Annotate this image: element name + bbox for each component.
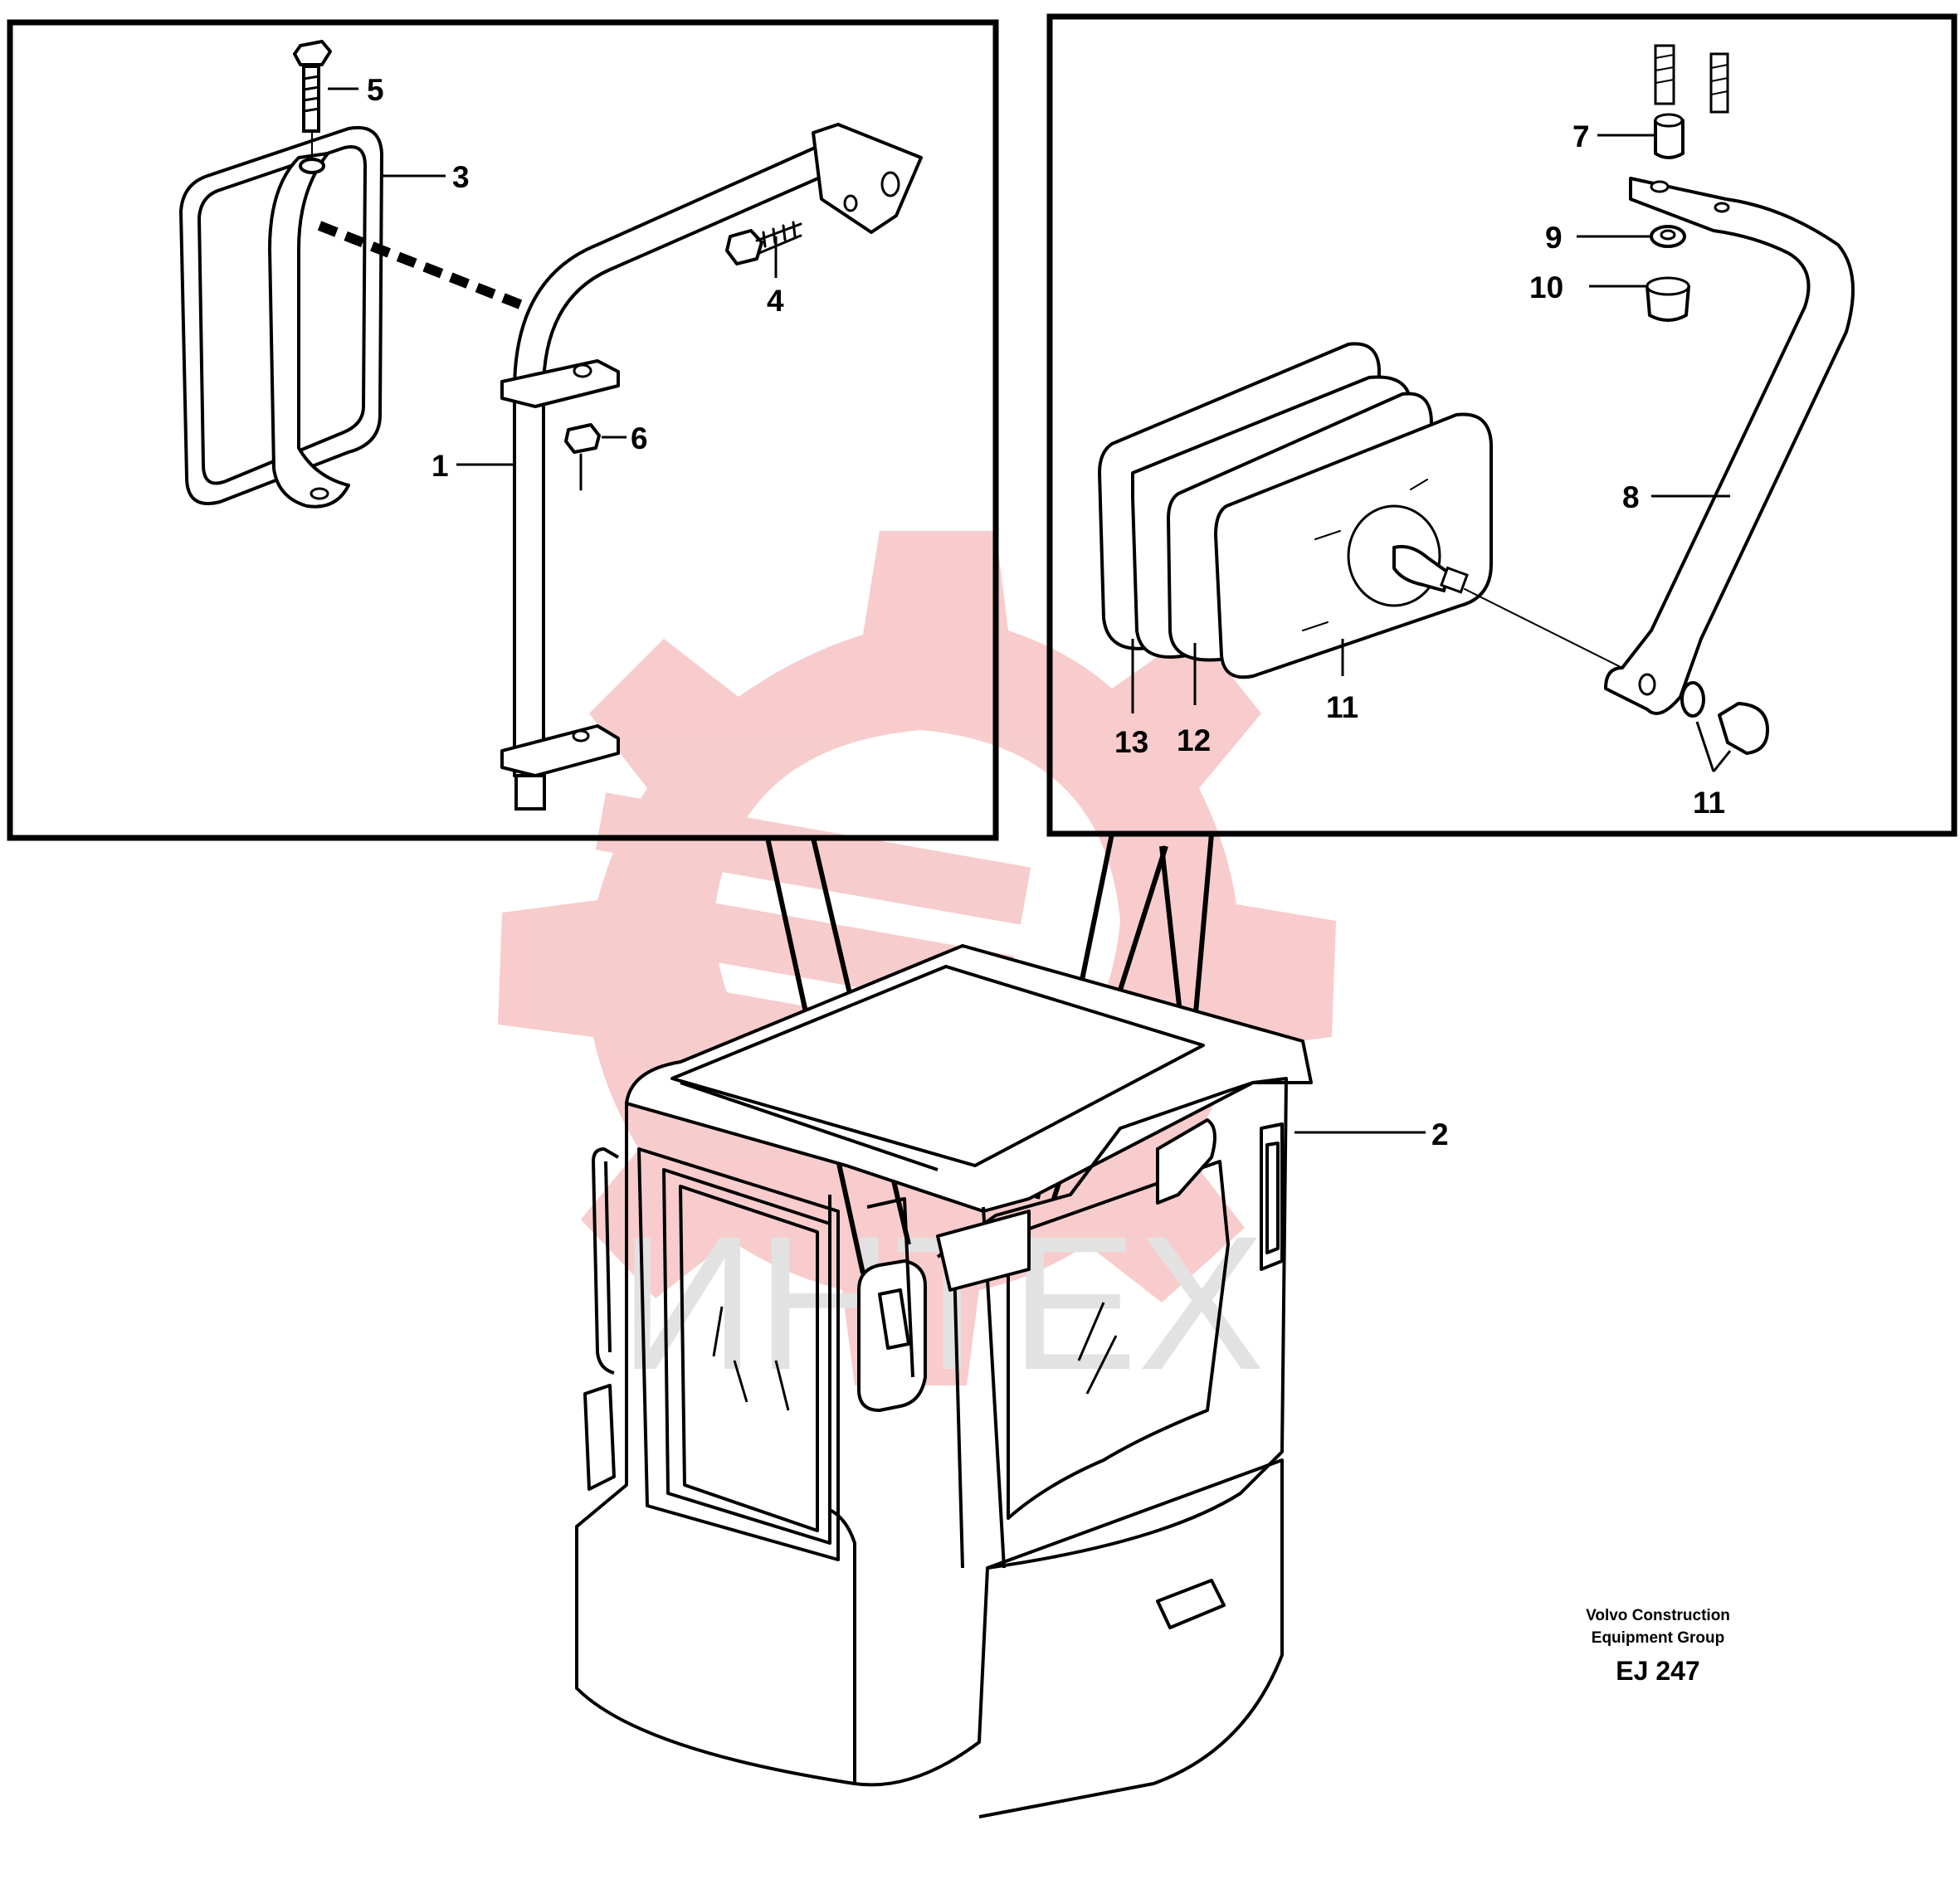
left-mirror-assembly — [179, 40, 923, 811]
operator-cab — [575, 944, 1313, 1818]
callout-8: 8 — [1622, 480, 1640, 514]
callout-9: 9 — [1545, 221, 1563, 255]
cab-windscreen — [1007, 1160, 1230, 1520]
cab-side-window — [637, 1147, 840, 1561]
callout-4: 4 — [767, 284, 784, 318]
detail-box-left — [7, 19, 999, 841]
callout-7: 7 — [1572, 119, 1590, 153]
caption-company-line2: Equipment Group — [1592, 1629, 1724, 1647]
callout-6: 6 — [631, 421, 648, 455]
stud-top-right — [1709, 52, 1729, 114]
strap-hole-bottom — [310, 487, 329, 500]
arm-lower-bracket — [500, 724, 620, 777]
callout-11-mirror: 11 — [1326, 690, 1358, 724]
cab-roof — [625, 944, 1313, 1213]
cab-mirror-top — [936, 1210, 1031, 1292]
leader-lines-right — [1131, 134, 1732, 772]
mirror-head-left-inner — [197, 145, 367, 485]
cab-handrail-left — [592, 1147, 620, 1375]
arm-top-plate — [812, 123, 923, 234]
mirror-ball-stud — [1392, 544, 1450, 592]
watermark-stripe-1 — [595, 792, 1031, 925]
screw-4 — [725, 229, 763, 265]
right-mirror-assembly — [1098, 44, 1855, 755]
cab-mirror-left — [857, 1259, 927, 1412]
callout-10: 10 — [1529, 270, 1563, 304]
cap-nut-11 — [1718, 702, 1769, 755]
caption-company-line1: Volvo Construction — [1586, 1607, 1730, 1624]
cab-rear-wall — [575, 1103, 856, 1785]
callout-11-nut: 11 — [1693, 786, 1725, 820]
watermark-text: ИНТЕХ — [619, 1196, 1265, 1409]
strap-hole-top — [299, 158, 325, 174]
caption-figure-code: EJ 247 — [1616, 1656, 1699, 1686]
leader-lines-left — [328, 87, 778, 466]
callout-13: 13 — [1114, 725, 1148, 759]
washer-11 — [1680, 681, 1705, 718]
detail-box-right — [1046, 13, 1958, 837]
bolt-5 — [293, 40, 332, 66]
callout-2: 2 — [1431, 1117, 1449, 1151]
cab-mirror-right — [1156, 1118, 1216, 1205]
mirror-bar-8 — [1604, 177, 1855, 715]
stud-top-left — [1654, 44, 1675, 105]
callout-3: 3 — [452, 160, 470, 194]
mirror-strap — [268, 152, 350, 509]
callout-1: 1 — [431, 449, 449, 483]
callout-12: 12 — [1177, 723, 1211, 757]
nut-6 — [564, 423, 601, 454]
callout-5: 5 — [367, 73, 384, 107]
assembly-dashed-line — [317, 221, 550, 320]
